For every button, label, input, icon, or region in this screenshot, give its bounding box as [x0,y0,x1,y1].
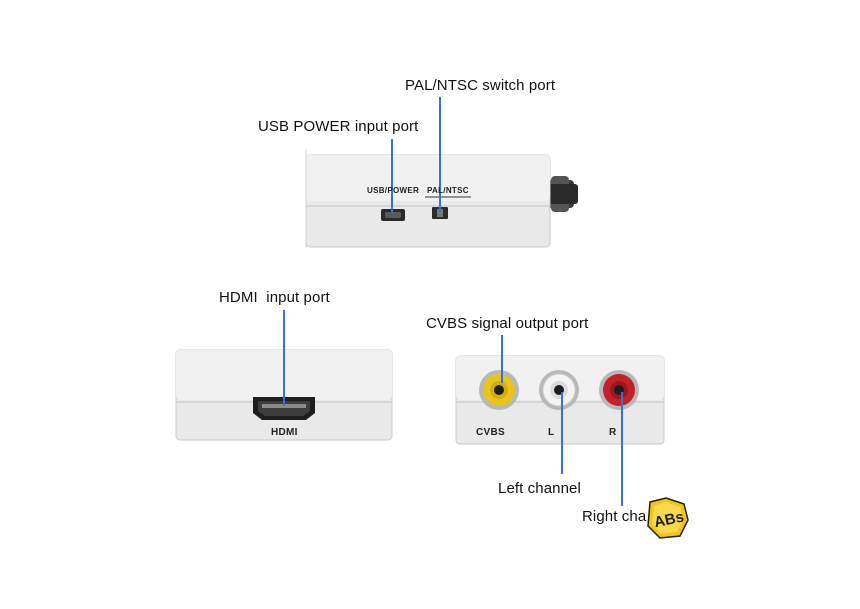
device-label-left: L [548,427,555,438]
callout-hdmi: HDMI input port [219,289,330,306]
device-label-usb-power: USB/POWER [367,186,420,195]
callout-usb-power: USB POWER input port [258,118,419,135]
callout-right-channel: Right cha [582,508,647,525]
device-label-cvbs: CVBS [476,427,505,438]
pointer-cvbs [501,335,503,383]
device-label-right: R [609,427,617,438]
watermark-logo: ABs [647,497,689,539]
device-label-hdmi: HDMI [271,427,298,438]
rca-jack-right [599,370,639,410]
svg-text:ABs: ABs [653,508,686,531]
callout-pal-ntsc: PAL/NTSC switch port [405,77,556,94]
rca-jack-cvbs [479,370,519,410]
pointer-hdmi [283,310,285,406]
rca-jack-left [539,370,579,410]
callout-cvbs: CVBS signal output port [426,315,589,332]
pointer-usb-power [391,139,393,213]
device-label-pal-ntsc: PAL/NTSC [427,186,469,195]
pointer-right-channel [621,392,623,506]
pointer-left-channel [561,392,563,474]
callout-left-channel: Left channel [498,480,581,497]
pointer-pal-ntsc [439,97,441,211]
